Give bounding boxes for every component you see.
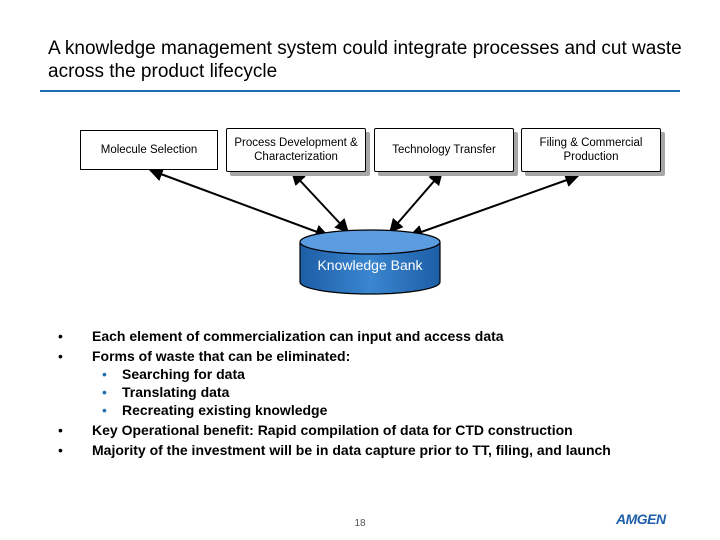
- bullet-dot: •: [58, 442, 63, 458]
- slide-title: A knowledge management system could inte…: [48, 38, 682, 82]
- sub-bullet-item: • Recreating existing knowledge: [102, 401, 698, 419]
- sub-bullet-list: • Searching for data • Translating data …: [102, 365, 698, 419]
- knowledge-diagram: [148, 167, 580, 295]
- bullet-list: • Each element of commercialization can …: [58, 327, 698, 461]
- stage-filing-commercial: Filing & Commercial Production: [521, 128, 661, 172]
- amgen-logo: AMGEN: [616, 511, 666, 527]
- stage-label: Molecule Selection: [100, 144, 198, 156]
- stage-process-development: Process Development & Characterization: [226, 128, 366, 172]
- sub-bullet-text: Searching for data: [122, 366, 245, 382]
- stage-label: Process Development & Characterization: [234, 137, 358, 163]
- bullet-dot: •: [58, 422, 63, 438]
- sub-bullet-dot: •: [102, 384, 107, 400]
- sub-bullet-dot: •: [102, 402, 107, 418]
- knowledge-bank-cylinder: [299, 229, 441, 295]
- knowledge-bank-label: Knowledge Bank: [317, 257, 423, 273]
- stage-molecule-selection: Molecule Selection: [80, 130, 218, 170]
- bullet-text: Key Operational benefit: Rapid compilati…: [92, 422, 573, 438]
- bullet-item: • Forms of waste that can be eliminated:…: [58, 347, 698, 419]
- bullet-item: • Majority of the investment will be in …: [58, 441, 698, 459]
- link-arrow-process: [291, 170, 349, 234]
- bullet-text: Each element of commercialization can in…: [92, 328, 504, 344]
- page-number: 18: [354, 518, 366, 529]
- bullet-text: Majority of the investment will be in da…: [92, 442, 611, 458]
- sub-bullet-text: Translating data: [122, 384, 230, 400]
- bullet-dot: •: [58, 348, 63, 364]
- sub-bullet-item: • Translating data: [102, 383, 698, 401]
- link-arrow-molecule: [148, 167, 330, 239]
- bullet-item: • Each element of commercialization can …: [58, 327, 698, 345]
- link-arrow-tech: [389, 170, 443, 234]
- title-divider: [40, 90, 680, 92]
- sub-bullet-item: • Searching for data: [102, 365, 698, 383]
- stage-technology-transfer: Technology Transfer: [374, 128, 514, 172]
- bullet-text: Forms of waste that can be eliminated:: [92, 348, 351, 364]
- bullet-item: • Key Operational benefit: Rapid compila…: [58, 421, 698, 439]
- stage-label: Technology Transfer: [392, 144, 496, 156]
- link-arrow-filing: [408, 173, 580, 239]
- stage-label: Filing & Commercial Production: [539, 137, 643, 163]
- bullet-dot: •: [58, 328, 63, 344]
- sub-bullet-dot: •: [102, 366, 107, 382]
- sub-bullet-text: Recreating existing knowledge: [122, 402, 328, 418]
